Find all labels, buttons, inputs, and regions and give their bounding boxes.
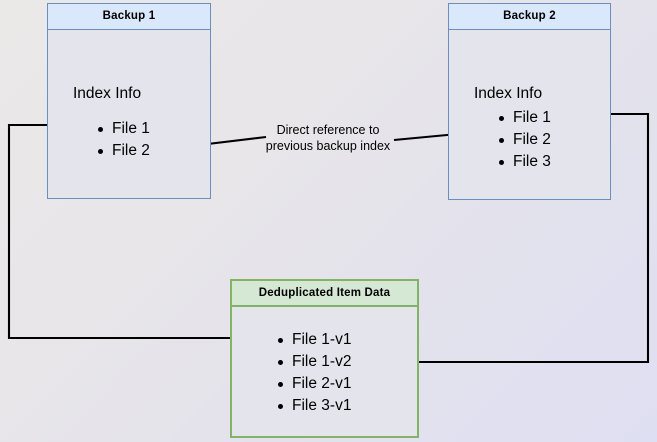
node-backup-2-body: Index Info File 1 File 2 File 3	[449, 30, 610, 199]
node-deduplicated-item-data[interactable]: Deduplicated Item Data File 1-v1 File 1-…	[230, 279, 419, 438]
backup-1-index-info-label: Index Info	[73, 85, 142, 102]
edge-label-direct-reference: Direct reference to previous backup inde…	[265, 123, 391, 153]
dedup-file-list: File 1-v1 File 1-v2 File 2-v1 File 3-v1	[274, 329, 351, 417]
backup-2-index-info-label: Index Info	[474, 85, 543, 102]
node-backup-1-title: Backup 1	[48, 4, 210, 30]
node-backup-1[interactable]: Backup 1 Index Info File 1 File 2	[47, 3, 211, 199]
backup-2-file-list: File 1 File 2 File 3	[495, 107, 551, 173]
list-item: File 2	[94, 140, 150, 162]
node-backup-2[interactable]: Backup 2 Index Info File 1 File 2 File 3	[448, 3, 611, 200]
list-item: File 2	[495, 129, 551, 151]
list-item: File 3	[495, 151, 551, 173]
list-item: File 1-v1	[274, 329, 351, 351]
node-backup-2-title: Backup 2	[449, 4, 610, 30]
list-item: File 1	[94, 118, 150, 140]
list-item: File 1	[495, 107, 551, 129]
node-dedup-body: File 1-v1 File 1-v2 File 2-v1 File 3-v1	[232, 307, 417, 436]
list-item: File 3-v1	[274, 395, 351, 417]
list-item: File 1-v2	[274, 351, 351, 373]
list-item: File 2-v1	[274, 373, 351, 395]
backup-1-file-list: File 1 File 2	[94, 118, 150, 162]
node-backup-1-body: Index Info File 1 File 2	[48, 30, 210, 198]
node-dedup-title: Deduplicated Item Data	[232, 281, 417, 307]
